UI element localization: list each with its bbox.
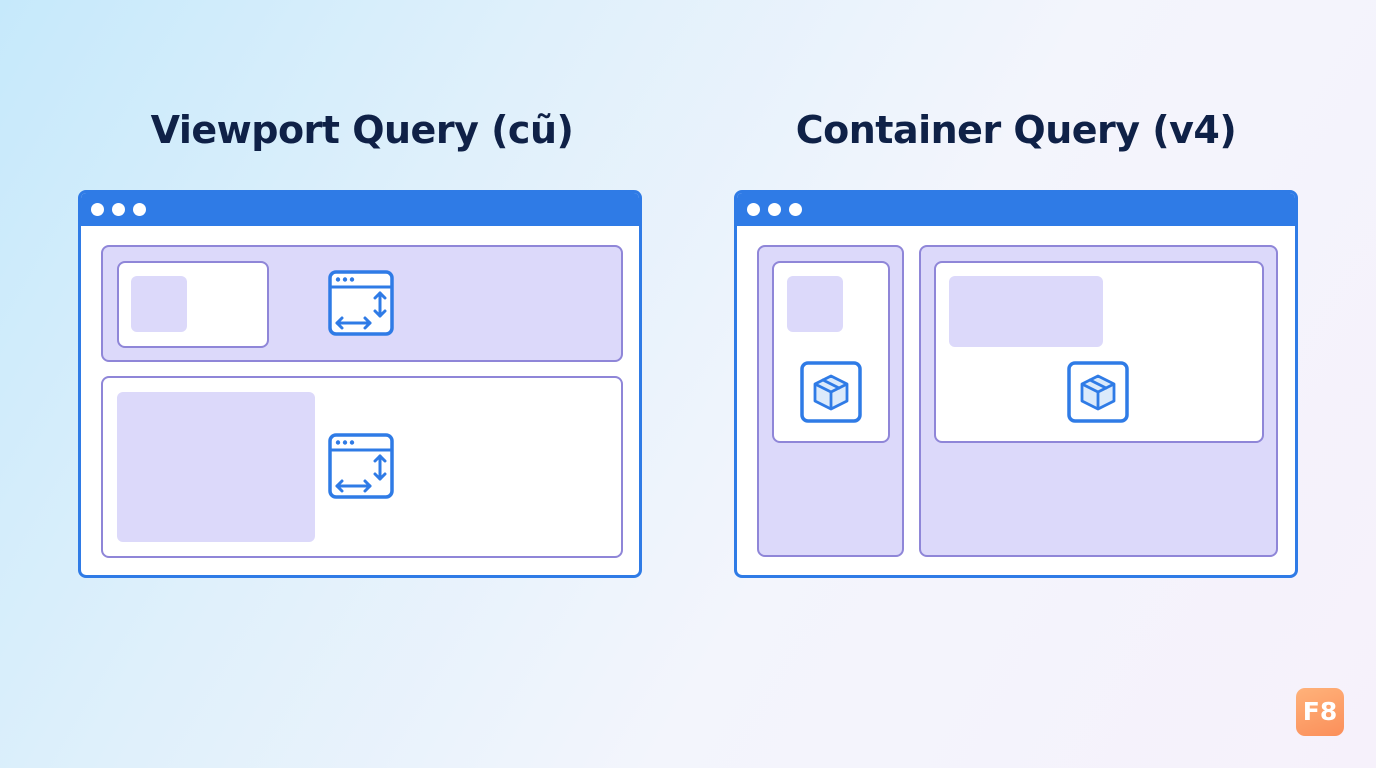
window-dot [789, 203, 802, 216]
window-dot [747, 203, 760, 216]
container-query-title: Container Query (v4) [795, 108, 1237, 152]
viewport-card-small [117, 261, 269, 348]
placeholder-block [117, 392, 315, 542]
container-browser-window [734, 190, 1298, 578]
placeholder-block [787, 276, 843, 332]
viewport-row-bottom [101, 376, 623, 558]
browser-window-resize-icon [328, 270, 394, 336]
placeholder-block [131, 276, 187, 332]
window-dot [768, 203, 781, 216]
window-dot [91, 203, 104, 216]
container-column-narrow [757, 245, 904, 557]
viewport-query-title: Viewport Query (cũ) [150, 108, 574, 152]
container-card-narrow [772, 261, 890, 443]
package-box-icon [800, 361, 862, 423]
container-card-wide [934, 261, 1264, 443]
viewport-browser-window [78, 190, 642, 578]
f8-logo-badge: F8 [1296, 688, 1344, 736]
browser-titlebar [81, 193, 639, 226]
placeholder-block [949, 276, 1103, 347]
viewport-row-top [101, 245, 623, 362]
window-dot [133, 203, 146, 216]
browser-window-resize-icon [328, 433, 394, 499]
package-box-icon [1067, 361, 1129, 423]
browser-titlebar [737, 193, 1295, 226]
window-dot [112, 203, 125, 216]
container-column-wide [919, 245, 1278, 557]
